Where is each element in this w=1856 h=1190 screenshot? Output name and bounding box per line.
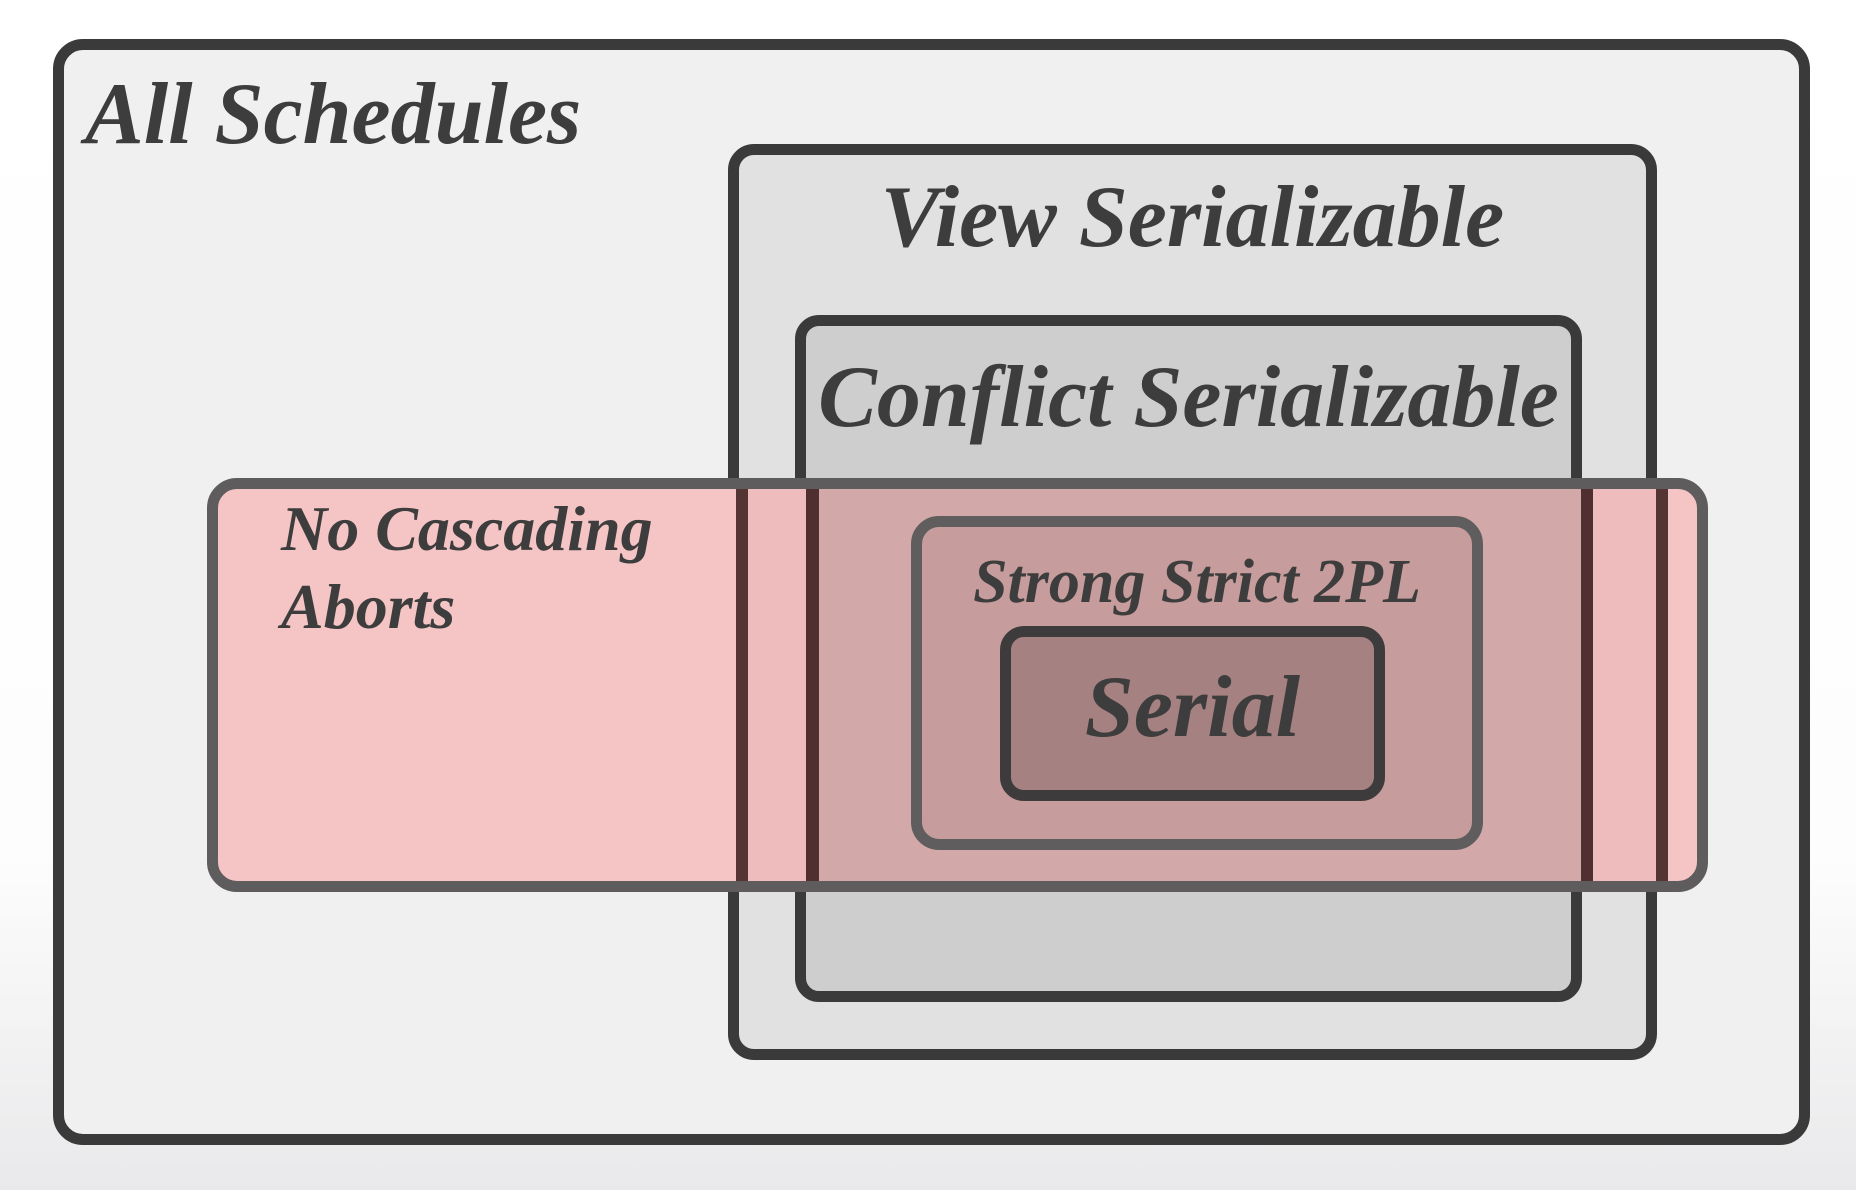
label-all-schedules: All Schedules bbox=[85, 66, 582, 163]
label-strong-strict-2pl: Strong Strict 2PL bbox=[973, 548, 1421, 616]
label-serial: Serial bbox=[1084, 659, 1301, 756]
label-view-serializable: View Serializable bbox=[880, 169, 1505, 266]
label-no-cascading-aborts: No Cascading Aborts bbox=[281, 493, 653, 643]
label-conflict-serializable: Conflict Serializable bbox=[818, 349, 1559, 446]
set-serial bbox=[1000, 626, 1385, 801]
